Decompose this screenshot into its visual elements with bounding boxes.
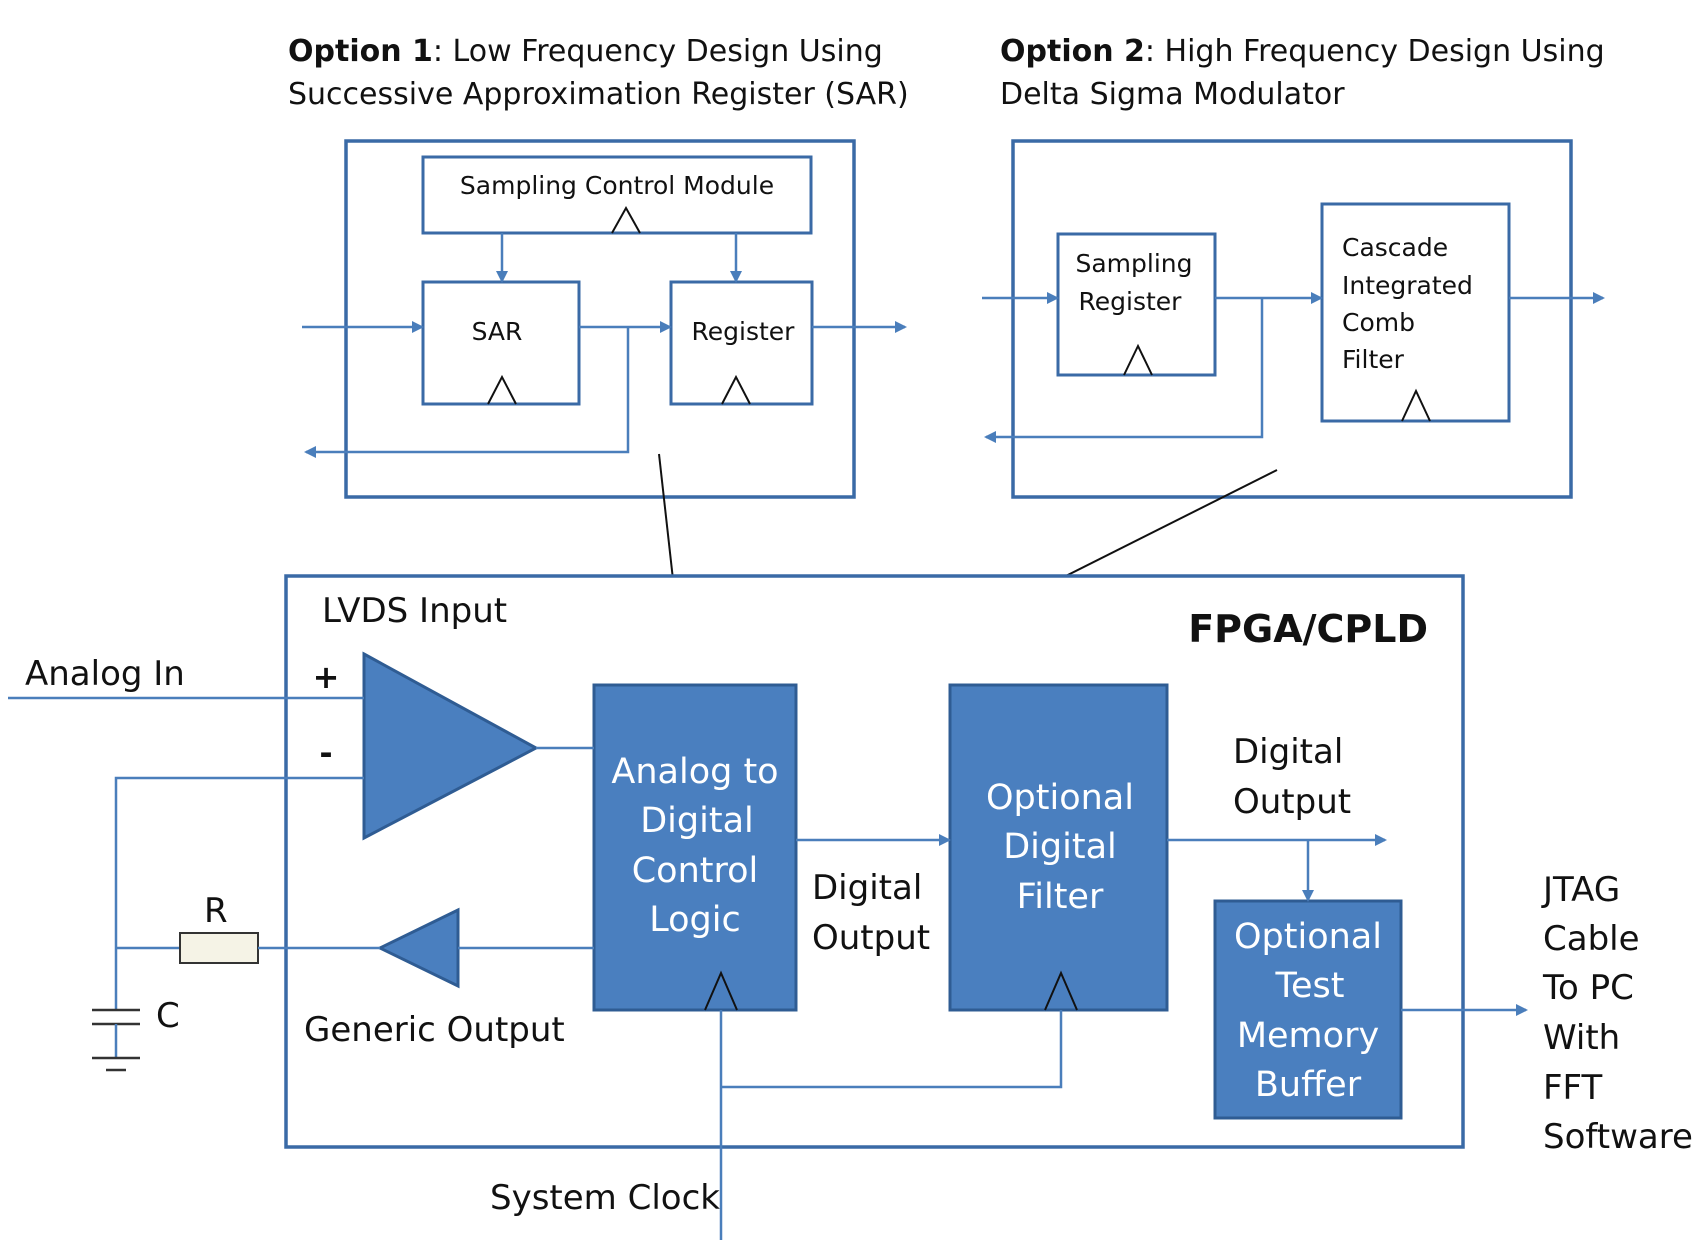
option1-heading: Option 1: Low Frequency Design Using <box>288 34 883 69</box>
clock-mark-icon <box>487 374 517 405</box>
capacitor-icon <box>92 1008 140 1072</box>
jtag-label-3: To PC <box>1542 968 1634 1008</box>
cic-filter-label-2: Integrated <box>1342 271 1473 300</box>
test-memory-label-3: Memory <box>1237 1016 1379 1056</box>
clock-mark-icon <box>611 205 641 234</box>
option1-panel: Sampling Control Module SAR Register <box>302 139 907 499</box>
digital-output-label-2a: Digital <box>1233 732 1343 772</box>
clock-mark-icon <box>721 374 751 405</box>
wire-clock-to-filter <box>721 1010 1063 1089</box>
adc-logic-label-2: Digital <box>640 801 754 841</box>
option1-heading-rest: : Low Frequency Design Using <box>433 34 883 69</box>
digital-output-label-1a: Digital <box>812 868 922 908</box>
digital-output-label-1b: Output <box>812 918 930 958</box>
capacitor-label: C <box>156 996 180 1036</box>
option2-label: Option 2 <box>1000 34 1145 69</box>
option2-panel: Sampling Register Cascade Integrated Com… <box>982 139 1605 499</box>
generic-output-label: Generic Output <box>304 1010 565 1050</box>
wire-minus-feedback <box>114 776 364 1010</box>
option1-heading-line2: Successive Approximation Register (SAR) <box>288 77 909 112</box>
test-memory-label-4: Buffer <box>1255 1065 1362 1105</box>
digital-filter-label-3: Filter <box>1017 877 1104 917</box>
option2-heading-rest: : High Frequency Design Using <box>1145 34 1605 69</box>
sampling-control-module-label: Sampling Control Module <box>460 171 774 200</box>
cic-filter-label-4: Filter <box>1342 345 1405 374</box>
adc-control-logic-block <box>592 683 798 1012</box>
adc-logic-label-1: Analog to <box>611 752 778 792</box>
adc-logic-label-4: Logic <box>649 900 740 940</box>
plus-terminal-label: + <box>313 658 340 696</box>
option2-heading: Option 2: High Frequency Design Using <box>1000 34 1605 69</box>
jtag-label-1: JTAG <box>1541 870 1620 910</box>
digital-output-label-2b: Output <box>1233 782 1351 822</box>
digital-filter-label-2: Digital <box>1003 827 1117 867</box>
test-memory-label-2: Test <box>1275 966 1345 1006</box>
system-clock-label: System Clock <box>490 1178 720 1218</box>
analog-in-label: Analog In <box>25 654 185 694</box>
register-label: Register <box>692 317 796 346</box>
wire-sar-feedback <box>304 327 630 458</box>
adc-logic-label-3: Control <box>632 851 759 891</box>
optional-test-memory-buffer-block <box>1213 899 1403 1120</box>
jtag-label-6: Software <box>1543 1117 1693 1157</box>
sampling-control-module <box>421 155 813 235</box>
clock-mark-icon <box>704 970 738 1011</box>
jtag-label-5: FFT <box>1543 1068 1603 1108</box>
jtag-label-4: With <box>1543 1018 1620 1058</box>
sampling-register-label-2: Register <box>1079 287 1183 316</box>
resistor-label: R <box>204 891 228 931</box>
cic-filter-label-1: Cascade <box>1342 233 1448 262</box>
sampling-register-block <box>1056 232 1217 377</box>
cic-filter-label-3: Comb <box>1342 308 1415 337</box>
jtag-label-2: Cable <box>1543 919 1640 959</box>
fpga-title: FPGA/CPLD <box>1188 607 1428 651</box>
clock-mark-icon <box>1123 343 1153 376</box>
sampling-register-label-1: Sampling <box>1075 249 1192 278</box>
minus-terminal-label: - <box>319 734 332 772</box>
clock-mark-icon <box>1401 388 1431 422</box>
sar-label: SAR <box>472 317 523 346</box>
option2-heading-line2: Delta Sigma Modulator <box>1000 77 1345 112</box>
register-block <box>669 280 814 406</box>
option1-label: Option 1 <box>288 34 433 69</box>
cic-filter-block <box>1320 202 1511 423</box>
lvds-input-label: LVDS Input <box>322 591 507 631</box>
fpga-panel: FPGA/CPLD LVDS Input + - Analog to Digit… <box>284 574 1465 1149</box>
resistor-icon <box>179 932 259 964</box>
wire-delta-sigma-feedback <box>984 298 1264 443</box>
optional-digital-filter-block <box>948 683 1169 1012</box>
lvds-comparator-icon <box>362 651 540 841</box>
digital-filter-label-1: Optional <box>986 778 1134 818</box>
test-memory-label-1: Optional <box>1234 917 1382 957</box>
clock-mark-icon <box>1044 970 1078 1011</box>
